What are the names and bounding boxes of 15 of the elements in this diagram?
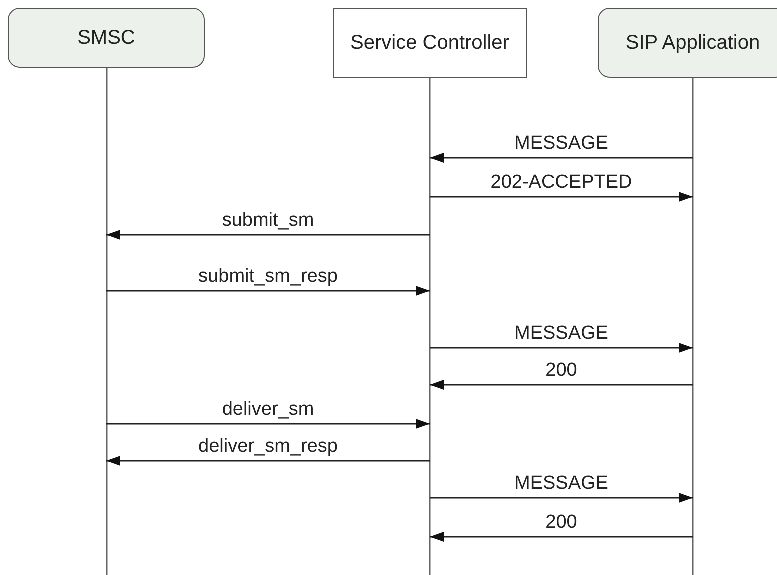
message-arrow [430, 192, 693, 202]
message-arrow [106, 456, 430, 466]
message-arrow [430, 343, 693, 353]
message-label: submit_sm_resp [196, 267, 340, 287]
participant-box: Service Controller [333, 8, 527, 78]
participant-box: SMSC [8, 8, 205, 68]
participant-box: SIP Application [598, 8, 777, 78]
message-arrow [430, 493, 693, 503]
message-arrow [430, 532, 693, 542]
message-label: deliver_sm_resp [196, 437, 340, 457]
message-arrow [106, 230, 430, 240]
message-arrow [430, 153, 693, 163]
message-arrow [106, 419, 430, 429]
message-arrow [430, 380, 693, 390]
message-arrow [106, 286, 430, 296]
